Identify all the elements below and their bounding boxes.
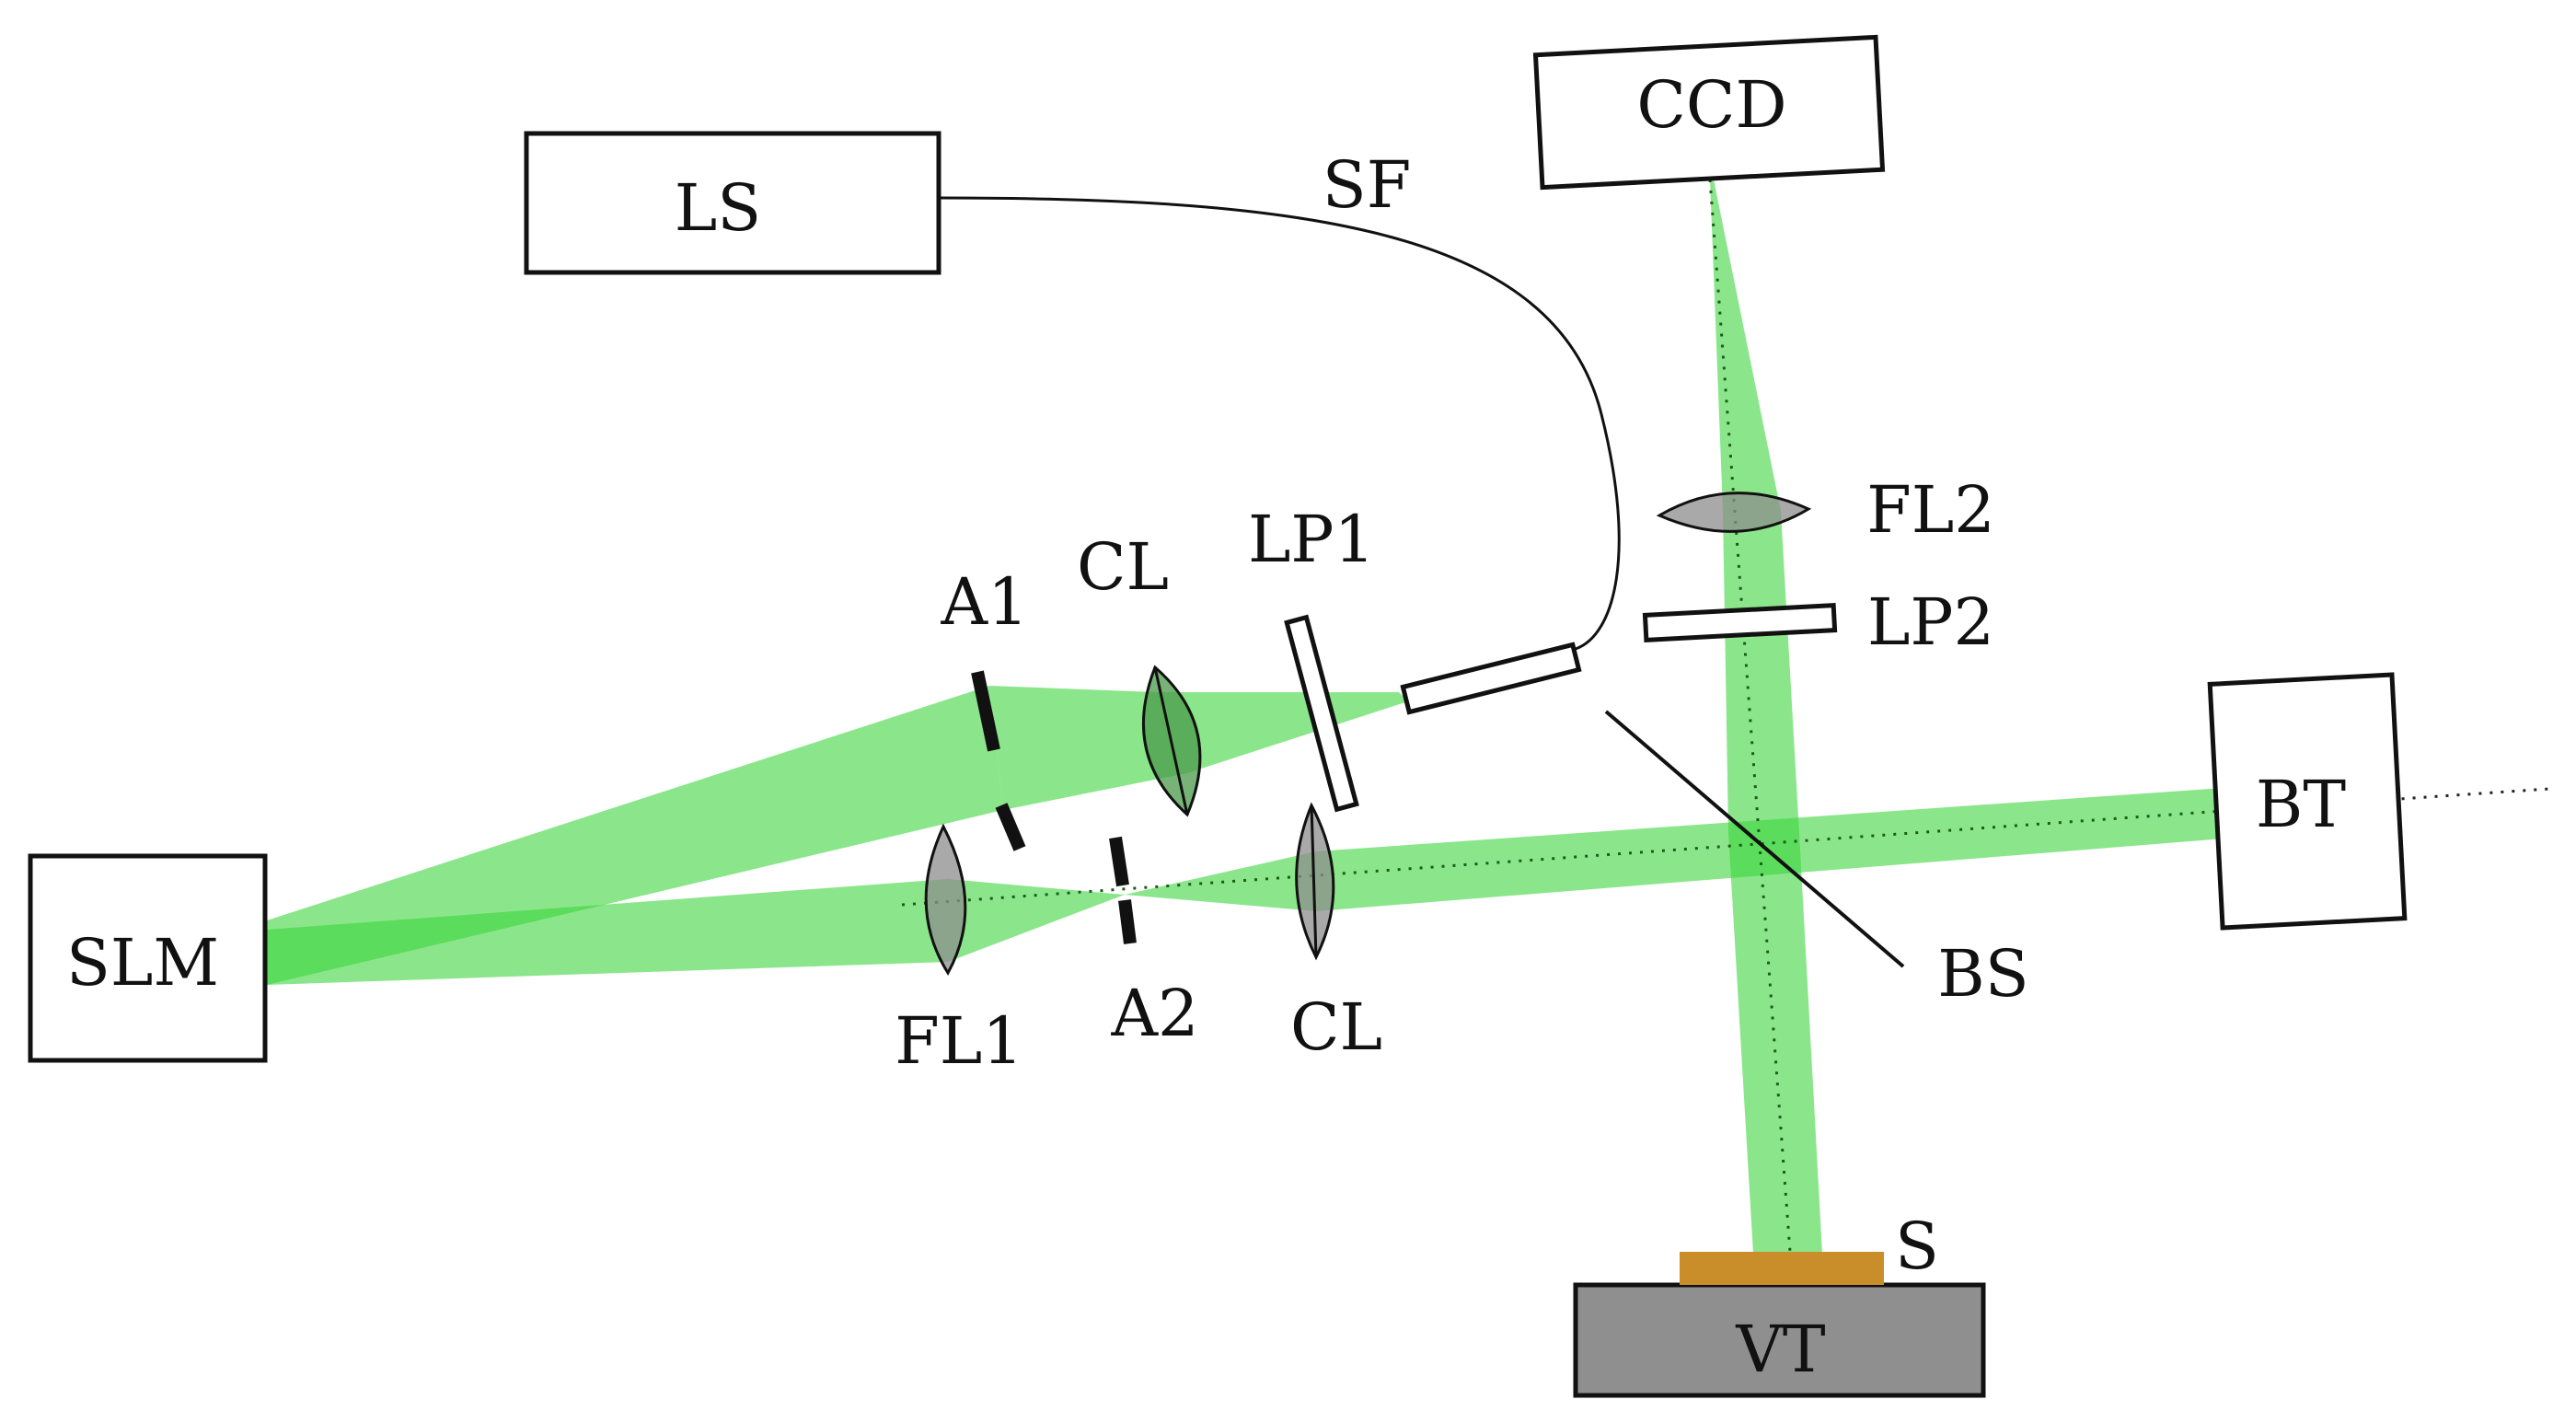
beam-slm-to-a1 — [267, 686, 1003, 985]
ccd-label: CCD — [1636, 67, 1786, 143]
beam-a1-to-cl — [989, 686, 1187, 810]
sample-label: S — [1895, 1209, 1939, 1284]
beam-a2-to-cl — [1125, 851, 1316, 911]
beam-slm-to-fl1 — [267, 879, 948, 985]
aperture-2-label: A2 — [1110, 976, 1198, 1051]
aperture-2-lower — [1118, 899, 1137, 944]
aperture-1-lower — [995, 803, 1026, 851]
slm-box — [28, 853, 268, 1063]
focusing-lens-1-label: FL1 — [895, 1003, 1023, 1079]
ccd-box — [1532, 34, 1886, 191]
linear-polarizer-2-label: LP2 — [1867, 584, 1994, 660]
cylindrical-lens-bottom-label: CL — [1290, 989, 1382, 1065]
light-source-label: LS — [675, 170, 761, 246]
cylindrical-lens-bottom-axis — [1310, 804, 1318, 958]
cylindrical-lens-top-label: CL — [1077, 529, 1169, 605]
beam-splitter-label: BS — [1937, 936, 2028, 1012]
aperture-2-upper — [1109, 836, 1129, 887]
cylindrical-lens-top-axis — [1153, 666, 1189, 816]
vertical-translation-stage — [1573, 1282, 1986, 1398]
single-mode-fiber — [938, 196, 1621, 651]
optical-axes — [250, 179, 2550, 1253]
beam-bs-to-fl2 — [1723, 511, 1799, 833]
stage-label: VT — [1735, 1312, 1825, 1387]
beam-fl2-to-ccd — [1710, 179, 1781, 511]
linear-polarizer-1 — [1284, 614, 1359, 813]
axis-lower-beam — [901, 808, 2237, 907]
single-mode-fiber-label: SF — [1323, 147, 1412, 223]
beam-cl-to-lp1 — [1155, 692, 1408, 773]
beam-trap-label: BT — [2256, 767, 2346, 842]
aperture-1-upper — [971, 670, 1000, 752]
beam-splitter — [1604, 710, 1905, 968]
beam-trap-box — [2207, 672, 2408, 931]
beam-bs-to-sample — [1728, 833, 1822, 1254]
axis-vertical-beam — [1708, 179, 1792, 1253]
aperture-1-label: A1 — [940, 564, 1028, 640]
linear-polarizer-1-label: LP1 — [1248, 502, 1375, 577]
focusing-lens-1 — [924, 823, 967, 976]
light-source-box — [524, 131, 941, 275]
sample — [1680, 1252, 1884, 1285]
beam-fl1-to-a2 — [948, 879, 1125, 962]
focusing-lens-2 — [1656, 492, 1812, 533]
laser-beams — [267, 179, 2236, 1254]
slm-label: SLM — [66, 925, 219, 1001]
focusing-lens-2-label: FL2 — [1866, 472, 1995, 548]
linear-polarizer-2 — [1642, 602, 1838, 642]
fiber-output-collimator — [1400, 642, 1582, 715]
